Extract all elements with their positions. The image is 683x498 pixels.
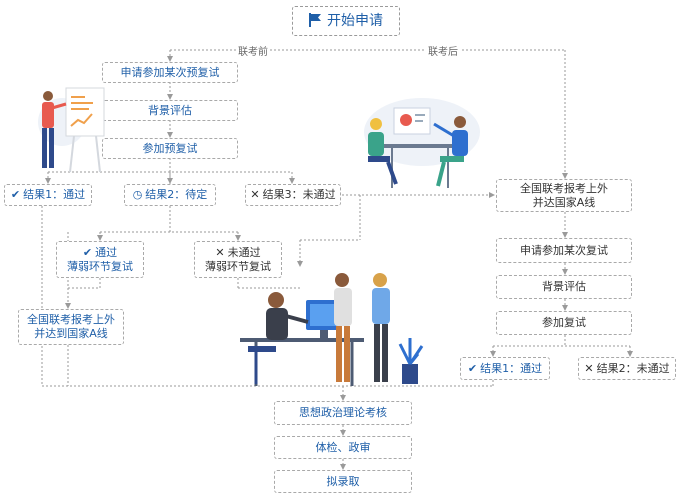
start-application-box: 开始申请 xyxy=(292,6,400,36)
left-result2-box: ◷ 结果2：待定 xyxy=(124,184,216,206)
fail-weak-retest-box: ✕未通过 薄弱环节复试 xyxy=(194,241,282,278)
right-national-exam-box: 全国联考报考上外 并达国家A线 xyxy=(496,179,632,212)
admission-box: 拟录取 xyxy=(274,470,412,493)
pass-weak-retest-box: ✔通过 薄弱环节复试 xyxy=(56,241,144,278)
team-computer-illustration xyxy=(240,273,424,386)
cross-icon: ✕ xyxy=(215,245,225,259)
branch-label-before: 联考前 xyxy=(236,43,270,58)
left-result3-box: ✕ 结果3：未通过 xyxy=(245,184,341,206)
left-attend-box: 参加预复试 xyxy=(102,138,238,159)
page-title: 开始申请 xyxy=(327,13,383,29)
check-icon: ✔ xyxy=(82,245,93,259)
right-attend-box: 参加复试 xyxy=(496,311,632,335)
left-assess-box: 背景评估 xyxy=(102,100,238,121)
cross-icon: ✕ xyxy=(584,361,594,375)
left-national-exam-box: 全国联考报考上外 并达到国家A线 xyxy=(18,309,124,345)
check-icon: ✔ xyxy=(467,361,478,375)
politics-assessment-box: 思想政治理论考核 xyxy=(274,401,412,425)
branch-label-after: 联考后 xyxy=(426,43,460,58)
left-apply-box: 申请参加某次预复试 xyxy=(102,62,238,83)
medical-check-box: 体检、政审 xyxy=(274,436,412,459)
left-result1-box: ✔ 结果1：通过 xyxy=(4,184,92,206)
check-icon: ✔ xyxy=(10,188,21,201)
presenter-illustration xyxy=(38,87,105,173)
right-result2-box: ✕ 结果2：未通过 xyxy=(578,357,676,380)
clock-icon: ◷ xyxy=(132,188,143,201)
cross-icon: ✕ xyxy=(250,188,260,201)
right-result1-box: ✔ 结果1：通过 xyxy=(460,357,550,380)
flag-icon xyxy=(309,12,321,30)
meeting-illustration xyxy=(364,98,480,188)
right-apply-box: 申请参加某次复试 xyxy=(496,238,632,263)
right-assess-box: 背景评估 xyxy=(496,275,632,299)
